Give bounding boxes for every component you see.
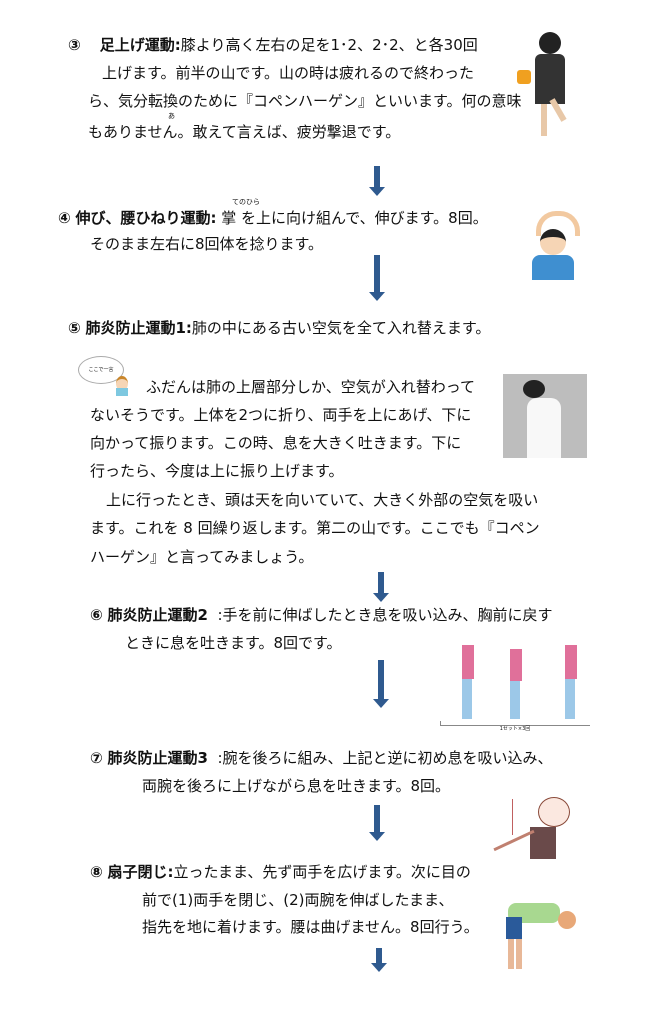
step-title: 肺炎防止運動3	[107, 749, 208, 767]
paragraph-line: ふだんは肺の上層部分しか、空気が入れ替わって	[146, 378, 475, 396]
step-4-heading: ④ 伸び、腰ひねり運動: 掌 を上に向け組んで、伸びます。8回。	[58, 208, 488, 228]
stretching-boy-illustration	[518, 205, 588, 280]
step-text: 両腕を後ろに上げながら息を吐きます。8回。	[142, 777, 451, 795]
step-title: 肺炎防止運動1:	[85, 319, 192, 337]
step-7-heading: ⑦ 肺炎防止運動3 :腕を後ろに組み、上記と逆に初め息を吸い込み、	[90, 748, 553, 768]
paragraph-line: ないそうです。上体を2つに折り、両手を上にあげ、下に	[90, 406, 472, 424]
step-text: 前で(1)両手を閉じ、(2)両腕を伸ばしたまま、	[142, 891, 454, 909]
step-5-heading: ⑤ 肺炎防止運動1:肺の中にある古い空気を全て入れ替えます。	[68, 318, 490, 338]
step-title: 足上げ運動:	[99, 36, 181, 54]
down-arrow-icon	[369, 805, 385, 841]
step-text: :腕を後ろに組み、上記と逆に初め息を吸い込み、	[217, 749, 553, 767]
image-caption: 1セット×3回	[499, 726, 531, 732]
step-text: そのまま左右に8回体を捻ります。	[90, 235, 324, 253]
down-arrow-icon	[373, 660, 389, 708]
down-arrow-icon	[369, 255, 385, 301]
step-text: 掌 を上に向け組んで、伸びます。8回。	[221, 209, 488, 227]
step-text: 膝より高く左右の足を1･2、2･2、と各30回	[180, 36, 478, 54]
step-text: 上げます。前半の山です。山の時は疲れるので終わった	[102, 64, 475, 82]
step-title: 肺炎防止運動2	[107, 606, 208, 624]
ruby-text: あ	[168, 112, 175, 120]
step-8-heading: ⑧ 扇子閉じ:立ったまま、先ず両手を広げます。次に目の	[90, 862, 471, 882]
step-text: もありません。敢えて言えば、疲労撃退です。	[88, 123, 401, 141]
step-number: ③	[68, 36, 81, 54]
step-text: 肺の中にある古い空気を全て入れ替えます。	[191, 319, 491, 337]
down-arrow-icon	[373, 572, 389, 602]
step-text: 立ったまま、先ず両手を広げます。次に目の	[173, 863, 471, 881]
down-arrow-icon	[371, 948, 387, 972]
step-3-heading: ③ 足上げ運動:膝より高く左右の足を1･2、2･2、と各30回	[68, 35, 478, 55]
step-text: ときに息を吐きます。8回です。	[125, 634, 342, 652]
arm-exercise-illustration: 1セット×3回	[440, 635, 590, 735]
paragraph-line: ます。これを 8 回繰り返します。第二の山です。ここでも『コペン	[90, 519, 540, 537]
paragraph-line: 上に行ったとき、頭は天を向いていて、大きく外部の空気を吸い	[106, 491, 539, 509]
step-number: ⑤	[68, 319, 81, 337]
back-stretch-illustration	[488, 797, 584, 860]
step-title: 伸び、腰ひねり運動:	[75, 209, 217, 227]
step-number: ⑦	[90, 749, 103, 767]
businesswoman-illustration	[515, 28, 585, 138]
ruby-text: てのひら	[232, 198, 260, 206]
step-text: ら、気分転換のために『コペンハーゲン』といいます。何の意味	[88, 92, 522, 110]
step-text: 指先を地に着けます。腰は曲げません。8回行う。	[142, 918, 479, 936]
speech-bubble-kid-illustration: ここで一言	[78, 354, 134, 396]
step-text: :手を前に伸ばしたとき息を吸い込み、胸前に戻す	[217, 606, 553, 624]
breathing-man-photo	[503, 374, 587, 458]
paragraph-line: ハーゲン』と言ってみましょう。	[90, 548, 314, 566]
bubble-text: ここで一言	[78, 356, 124, 384]
bending-man-illustration	[500, 895, 580, 975]
paragraph-line: 向かって振ります。この時、息を大きく吐きます。下に	[90, 434, 462, 452]
step-6-heading: ⑥ 肺炎防止運動2 :手を前に伸ばしたとき息を吸い込み、胸前に戻す	[90, 605, 553, 625]
paragraph-line: 行ったら、今度は上に振り上げます。	[90, 462, 344, 480]
step-number: ⑧	[90, 863, 103, 881]
step-number: ⑥	[90, 606, 103, 624]
step-title: 扇子閉じ:	[107, 863, 174, 881]
step-number: ④	[58, 209, 71, 227]
down-arrow-icon	[369, 166, 385, 196]
